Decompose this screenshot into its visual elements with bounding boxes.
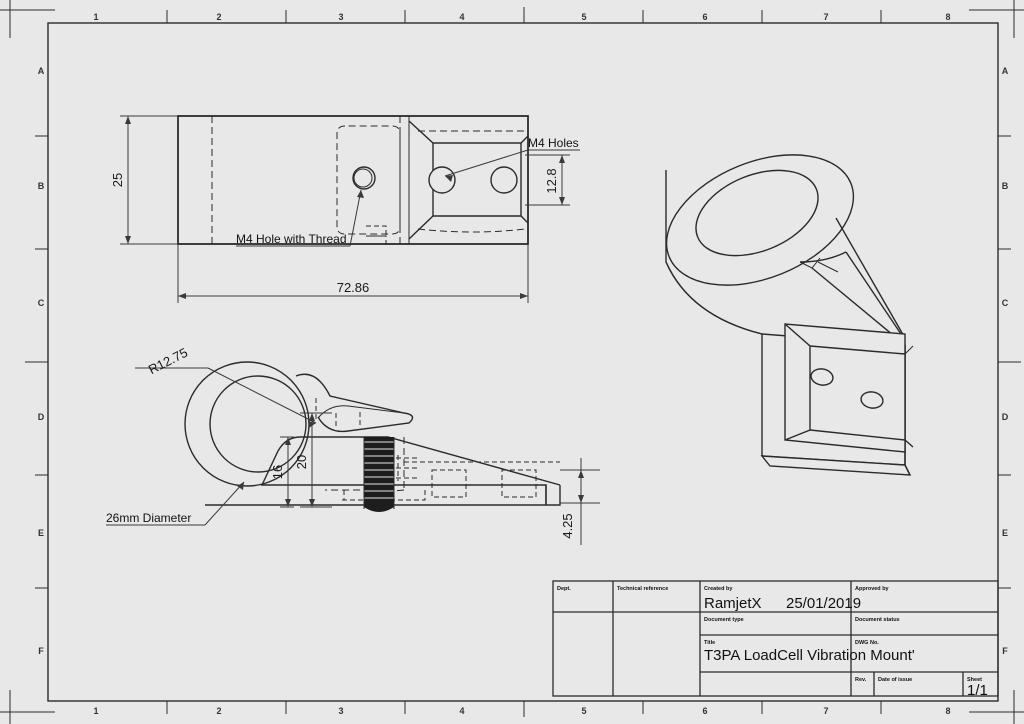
zone-label: 1 [93,12,98,22]
titleblock-header-title: Title [704,640,715,646]
zone-labels-top: 1 2 3 4 5 6 7 8 [93,12,950,22]
iso-hole [860,391,884,409]
dimension-thickness-4-25: 4.25 [560,458,600,545]
dimension-length-72-86: 72.86 [177,244,529,303]
zone-label: E [1002,528,1008,538]
dimension-value: 12.8 [544,168,559,193]
zone-ticks-horizontal [166,7,882,717]
note-m4-hole-with-thread: M4 Hole with Thread [236,189,364,247]
top-view [177,115,529,245]
zone-label: 2 [216,12,221,22]
dimension-value: 26mm Diameter [106,511,191,525]
iso-hole [810,368,834,386]
dimension-value: 4.25 [560,513,575,538]
note-text: M4 Holes [528,136,579,150]
note-m4-holes: M4 Holes [444,136,580,182]
zone-label: A [1002,66,1009,76]
dimension-value: 25 [110,173,125,187]
titleblock-header-technical-reference: Technical reference [617,586,668,592]
zone-label: 6 [702,706,707,716]
zone-labels-right: A B C D E F [1002,66,1009,656]
titleblock-header-document-status: Document status [855,617,900,623]
titleblock-header-sheet: Sheet [967,677,982,683]
zone-label: 4 [459,12,464,22]
zone-label: 2 [216,706,221,716]
zone-label: B [1002,181,1009,191]
titleblock-header-dwg-no: DWG No. [855,640,879,646]
zone-label: 6 [702,12,707,22]
zone-label: 5 [581,706,586,716]
zone-labels-bottom: 1 2 3 4 5 6 7 8 [93,706,950,716]
zone-label: 5 [581,12,586,22]
titleblock-header-approved-by: Approved by [855,586,890,592]
zone-label: D [1002,412,1009,422]
dimension-height-20: 20 [294,412,332,508]
title-block: Dept. Technical reference Created by Ram… [552,580,999,699]
zone-label: C [38,298,45,308]
titleblock-header-rev: Rev. [855,677,867,683]
titleblock-header-dept: Dept. [557,586,571,592]
zone-label: F [38,646,44,656]
note-text: M4 Hole with Thread [236,232,347,246]
dimension-value: 72.86 [337,280,370,295]
zone-label: 1 [93,706,98,716]
zone-label: D [38,412,45,422]
titleblock-value-sheet: 1/1 [967,682,988,699]
zone-label: 3 [338,706,343,716]
threaded-hole-section [363,437,395,512]
zone-label: 8 [945,12,950,22]
titleblock-header-document-type: Document type [704,617,744,623]
zone-label: 3 [338,12,343,22]
dimension-height-16: 16 [270,436,294,508]
zone-label: E [38,528,44,538]
zone-label: B [38,181,45,191]
dimension-value: 16 [270,465,285,479]
isometric-view [665,154,914,476]
zone-label: C [1002,298,1009,308]
titleblock-value-created-date: 25/01/2019 [786,595,861,612]
side-view [184,361,561,512]
zone-label: F [1002,646,1008,656]
zone-label: 4 [459,706,464,716]
titleblock-header-date-of-issue: Date of issue [878,677,912,683]
zone-labels-left: A B C D E F [38,66,45,656]
dimension-pad-12-8: 12.8 [525,154,570,206]
zone-label: 8 [945,706,950,716]
titleblock-value-title: T3PA LoadCell Vibration Mount' [704,647,915,664]
titleblock-value-created-by: RamjetX [704,595,762,612]
titleblock-header-created-by: Created by [704,586,733,592]
dimension-bore-26mm: 26mm Diameter [106,481,245,526]
zone-label: A [38,66,45,76]
zone-label: 7 [823,12,828,22]
dimension-value: 20 [294,455,309,469]
zone-label: 7 [823,706,828,716]
dimension-height-25: 25 [110,115,178,245]
zone-ticks-vertical [25,135,1021,589]
